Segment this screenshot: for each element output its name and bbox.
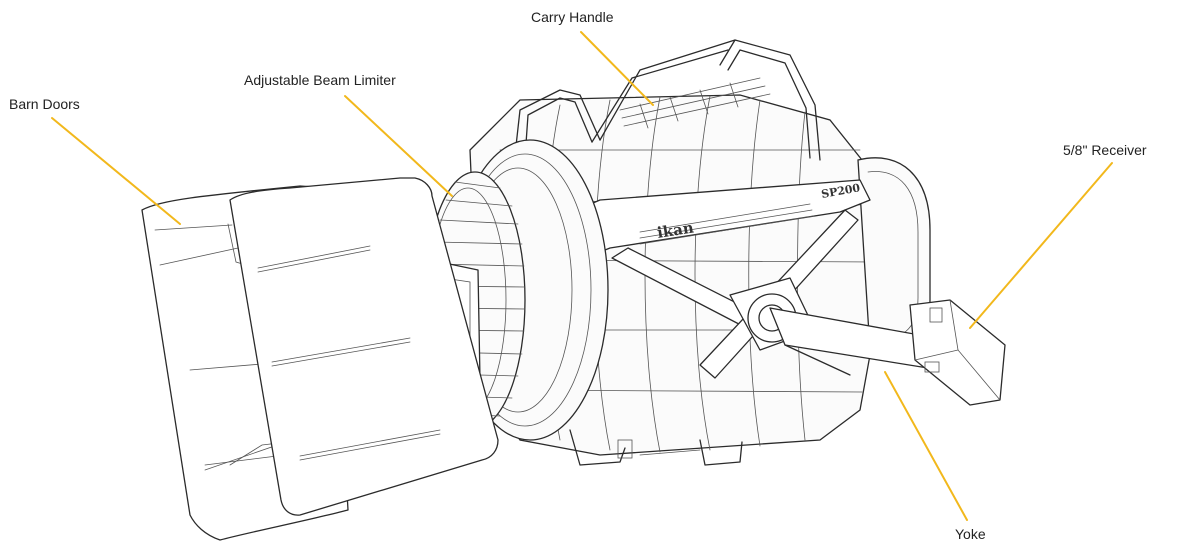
leader-receiver (969, 162, 1113, 329)
leader-beam-limiter (344, 95, 453, 197)
label-barn-doors: Barn Doors (9, 96, 80, 112)
label-carry-handle: Carry Handle (531, 9, 614, 25)
carry-handle (514, 39, 821, 161)
leader-barn-doors (51, 117, 181, 225)
label-receiver: 5/8" Receiver (1063, 142, 1147, 158)
base-feet (569, 429, 743, 466)
label-yoke: Yoke (955, 526, 986, 542)
leader-lines (51, 31, 1113, 521)
brand-mark: ikan (656, 218, 695, 242)
receiver (909, 299, 1006, 406)
barn-doors (141, 177, 499, 541)
leader-carry-handle (580, 31, 654, 106)
leader-yoke (884, 371, 968, 521)
label-adjustable-beam-limiter: Adjustable Beam Limiter (244, 72, 396, 88)
